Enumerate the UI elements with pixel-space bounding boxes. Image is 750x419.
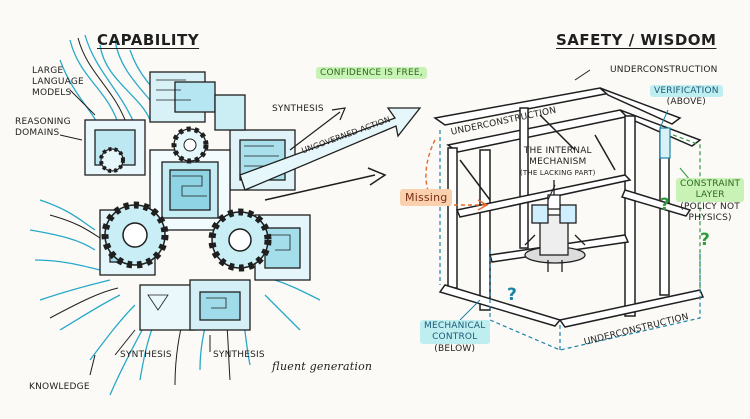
label-synthesis-top: SYNTHESIS — [272, 104, 324, 114]
label-confidence-is-free: CONFIDENCE IS FREE, — [316, 67, 427, 79]
label-reasoning-domains: REASONING DOMAINS — [15, 117, 71, 138]
label-underconstruction-top: UNDERCONSTRUCTION — [610, 65, 718, 75]
missing-highlight: Missing — [400, 189, 453, 206]
label-constraint-layer: CONSTRAINT LAYER (POLICY NOT PHYSICS) — [676, 178, 745, 224]
internal-mechanism-note: (THE LACKING PART) — [520, 169, 596, 177]
circuit-traces — [147, 79, 291, 311]
label-missing: Missing — [400, 189, 453, 206]
label-large-language-models: LARGE LANGUAGE MODELS — [32, 66, 84, 98]
gear-large-icon — [101, 201, 169, 269]
label-knowledge: KNOWLEDGE — [29, 382, 90, 392]
internal-mechanism-title: THE INTERNAL MECHANISM — [523, 146, 592, 167]
question-mark-green-1: ? — [660, 195, 670, 215]
label-mechanical-control: MECHANICAL CONTROL (BELOW) — [420, 320, 490, 355]
question-mark-green-2: ? — [700, 230, 710, 250]
constraint-layer-note: (POLICY NOT PHYSICS) — [680, 202, 740, 223]
gear-small-icon — [99, 147, 125, 173]
right-pointer-lines — [459, 69, 691, 321]
safety-wisdom-title: SAFETY / WISDOM — [556, 31, 717, 49]
internal-mechanism-icon — [524, 180, 586, 272]
verification-pillar — [659, 127, 671, 159]
constraint-layer-highlight: CONSTRAINT LAYER — [676, 178, 745, 202]
gear-top-icon — [171, 126, 209, 164]
confidence-highlight: CONFIDENCE IS FREE, — [316, 67, 427, 79]
mechanical-control-note: (BELOW) — [434, 344, 476, 354]
capability-title: CAPABILITY — [97, 31, 200, 49]
construction-dashed-lines — [439, 129, 701, 351]
mechanical-control-highlight: MECHANICAL CONTROL — [420, 320, 490, 344]
label-synthesis-bottom-left: SYNTHESIS — [120, 350, 172, 360]
left-pointer-lines — [59, 89, 211, 376]
verification-highlight: VERIFICATION — [650, 85, 723, 97]
label-fluent-generation: fluent generation — [272, 360, 373, 373]
label-internal-mechanism: THE INTERNAL MECHANISM (THE LACKING PART… — [520, 146, 596, 179]
ungoverned-action-arrow — [239, 107, 422, 201]
gear-right-icon — [208, 208, 272, 272]
label-synthesis-bottom-right: SYNTHESIS — [213, 350, 265, 360]
verification-note: (ABOVE) — [666, 97, 707, 107]
label-verification: VERIFICATION (ABOVE) — [650, 85, 723, 108]
question-mark-blue: ? — [507, 285, 517, 305]
